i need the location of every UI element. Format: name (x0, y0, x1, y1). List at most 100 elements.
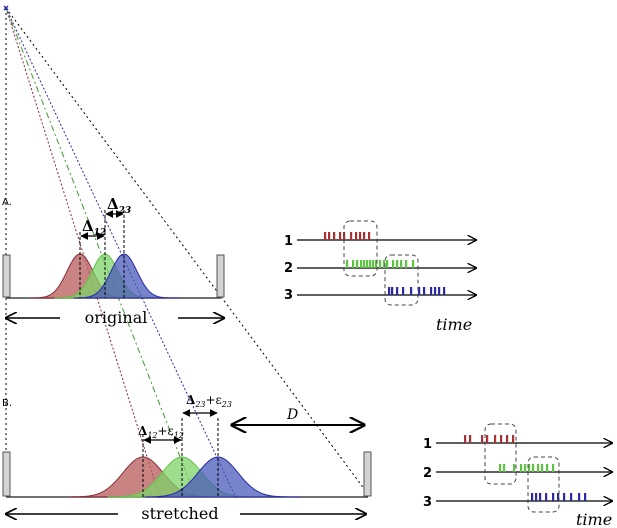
delta-12-label-b: Δ12+ε12 (138, 424, 184, 440)
top-cell2-spike (412, 260, 415, 268)
spike-row-label-3: 3 (423, 495, 432, 510)
overlap-box-top-23 (384, 254, 419, 306)
top-cell3-spike (396, 287, 399, 295)
top-cell2-spike (346, 260, 349, 268)
top-cell3-spike (434, 287, 437, 295)
track-b-left-wall (2, 451, 11, 497)
bottom-cell3-spike (535, 493, 538, 501)
top-cell2-spike (405, 260, 408, 268)
bottom-cell3-spike (552, 493, 555, 501)
top-cell3-spike (443, 287, 446, 295)
bottom-cell2-spike (537, 464, 540, 472)
peak-markers-a (79, 210, 125, 298)
top-cell2-spike (400, 260, 403, 268)
top-cell2-spike (386, 260, 389, 268)
overlap-box-bottom-23 (527, 456, 560, 513)
bottom-cell3-spike (570, 493, 573, 501)
bottom-cell3-spike (539, 493, 542, 501)
distance-d-label: D (286, 407, 298, 423)
bottom-cell2-spike (513, 464, 516, 472)
original-label: original (85, 308, 148, 327)
time-label-bottom: time (576, 510, 612, 528)
top-cell3-spike (430, 287, 433, 295)
top-cell2-spike (392, 260, 395, 268)
top-cell1-spike (328, 232, 331, 240)
top-cell3-spike (402, 287, 405, 295)
projection-line-cell2 (5, 7, 197, 499)
bottom-cell2-spike (503, 464, 506, 472)
bottom-cell2-spike (528, 464, 531, 472)
bottom-cell2-spike (546, 464, 549, 472)
track-b-right-wall (363, 451, 372, 497)
time-label-top: time (436, 315, 472, 334)
top-cell2-spike (363, 260, 366, 268)
top-cell2-spike (375, 260, 378, 268)
bottom-cell2-spike (541, 464, 544, 472)
track-a-left-wall (2, 254, 11, 298)
spike-trains-bottom: 1 2 3 time (423, 423, 612, 528)
bottom-cell1-spike (481, 435, 484, 443)
top-cell2-spike (379, 260, 382, 268)
top-cell3-spike (388, 287, 391, 295)
top-cell1-spike (333, 232, 336, 240)
bottom-cell2-spike (520, 464, 523, 472)
overlap-box-bottom-12 (484, 423, 517, 485)
spike-row-label-1: 1 (284, 234, 293, 249)
spike-row-label-2: 2 (284, 261, 293, 276)
top-cell2-spike (356, 260, 359, 268)
bottom-cell2-spike (524, 464, 527, 472)
top-cell3-spike (410, 287, 413, 295)
top-cell2-spike (372, 260, 375, 268)
delta-12-label-a: Δ12 (82, 217, 106, 238)
stretched-label: stretched (141, 504, 218, 523)
top-cell3-spike (438, 287, 441, 295)
projection-lines (5, 7, 369, 499)
top-cell1-spike (368, 232, 371, 240)
delta-23-label-a: Δ23 (107, 195, 131, 216)
bottom-cell1-spike (464, 435, 467, 443)
projection-line-cell1 (5, 7, 161, 499)
bottom-cell3-spike (557, 493, 560, 501)
bottom-cell1-spike (500, 435, 503, 443)
spike-trains-top: 1 2 3 time (284, 220, 476, 334)
projection-line-right (5, 7, 369, 495)
top-cell1-spike (363, 232, 366, 240)
top-cell2-spike (383, 260, 386, 268)
peak-markers-b (142, 418, 219, 497)
top-cell2-spike (366, 260, 369, 268)
panel-a-tag: A. (2, 197, 12, 208)
panel-b-tag: B. (2, 398, 12, 409)
top-cell1-spike (343, 232, 346, 240)
bottom-cell1-spike (506, 435, 509, 443)
delta-23-label-b: Δ23+ε23 (186, 393, 232, 409)
top-cell2-spike (360, 260, 363, 268)
overlap-box-top-12 (343, 220, 378, 277)
bottom-cell1-spike (486, 435, 489, 443)
bottom-cell3-spike (545, 493, 548, 501)
top-cell1-spike (339, 232, 342, 240)
bottom-cell2-spike (532, 464, 535, 472)
bottom-cell2-spike (499, 464, 502, 472)
top-cell3-spike (423, 287, 426, 295)
projection-line-cell3 (5, 7, 237, 499)
bottom-cell1-spike (469, 435, 472, 443)
place-field-a-cell3 (73, 253, 181, 299)
top-cell3-spike (391, 287, 394, 295)
spike-row-label-2: 2 (423, 466, 432, 481)
bottom-cell2-spike (552, 464, 555, 472)
bottom-cell3-spike (563, 493, 566, 501)
top-cell2-spike (369, 260, 372, 268)
spike-row-label-1: 1 (423, 437, 432, 452)
top-cell1-spike (355, 232, 358, 240)
bottom-cell3-spike (584, 493, 587, 501)
top-cell1-spike (324, 232, 327, 240)
track-a-right-wall (216, 254, 225, 298)
place-field-b-cell3 (144, 456, 301, 498)
spike-row-label-3: 3 (284, 288, 293, 303)
origin-arrow-icon (3, 5, 9, 11)
top-cell1-spike (350, 232, 353, 240)
top-cell1-spike (359, 232, 362, 240)
bottom-cell3-spike (578, 493, 581, 501)
bottom-cell3-spike (531, 493, 534, 501)
